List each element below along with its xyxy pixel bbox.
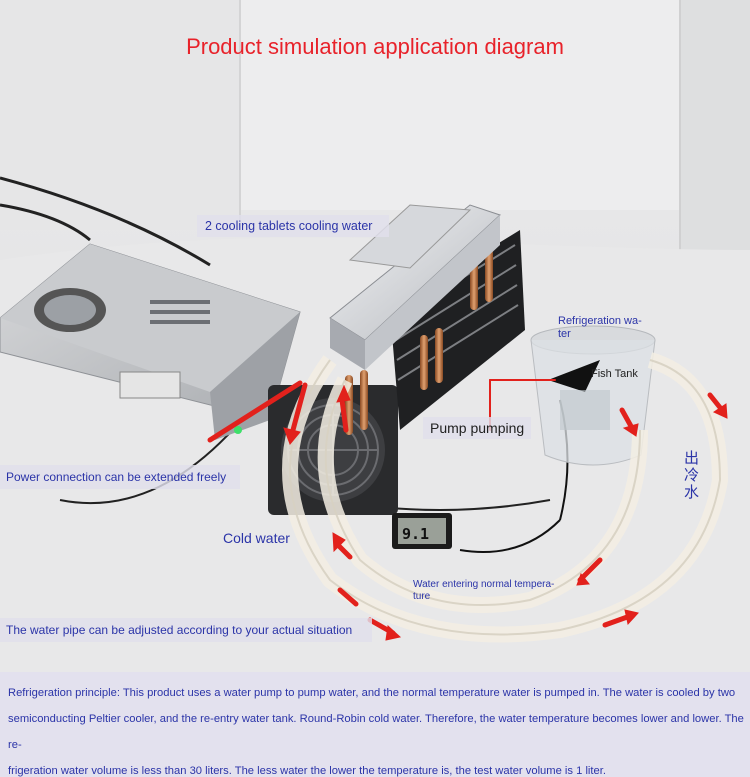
pump-pumping-label: Pump pumping [430,420,525,436]
label-band [423,417,531,439]
thermometer-display: 9.1 [402,525,430,543]
description-line-1: Refrigeration principle: This product us… [8,687,736,699]
label-band [0,618,372,642]
power-connection-label: Power connection can be extended freely [6,470,227,484]
water-entering-label-line2: ture [413,591,431,602]
diagram-title: Product simulation application diagram [186,34,564,59]
cold-water-label: Cold water [223,530,290,546]
cooling-tablets-label: 2 cooling tablets cooling water [205,219,373,233]
description-line-2: semiconducting Peltier cooler, and the r… [8,713,744,751]
refrigeration-water-label-line1: Refrigeration wa- [558,315,642,327]
description-line-3: frigeration water volume is less than 30… [8,765,606,777]
description-panel: Refrigeration principle: This product us… [0,672,750,777]
water-entering-label-line1: Water entering normal tempera- [413,579,555,590]
fish-tank-label: Fish Tank [591,368,638,380]
refrigeration-water-label-line2: ter [558,328,571,340]
water-pipe-label: The water pipe can be adjusted according… [6,623,353,637]
description-text: Refrigeration principle: This product us… [8,680,744,777]
label-band [0,465,240,489]
label-band [197,215,389,237]
cold-water-out-vertical-label: 出冷水 [682,450,700,501]
